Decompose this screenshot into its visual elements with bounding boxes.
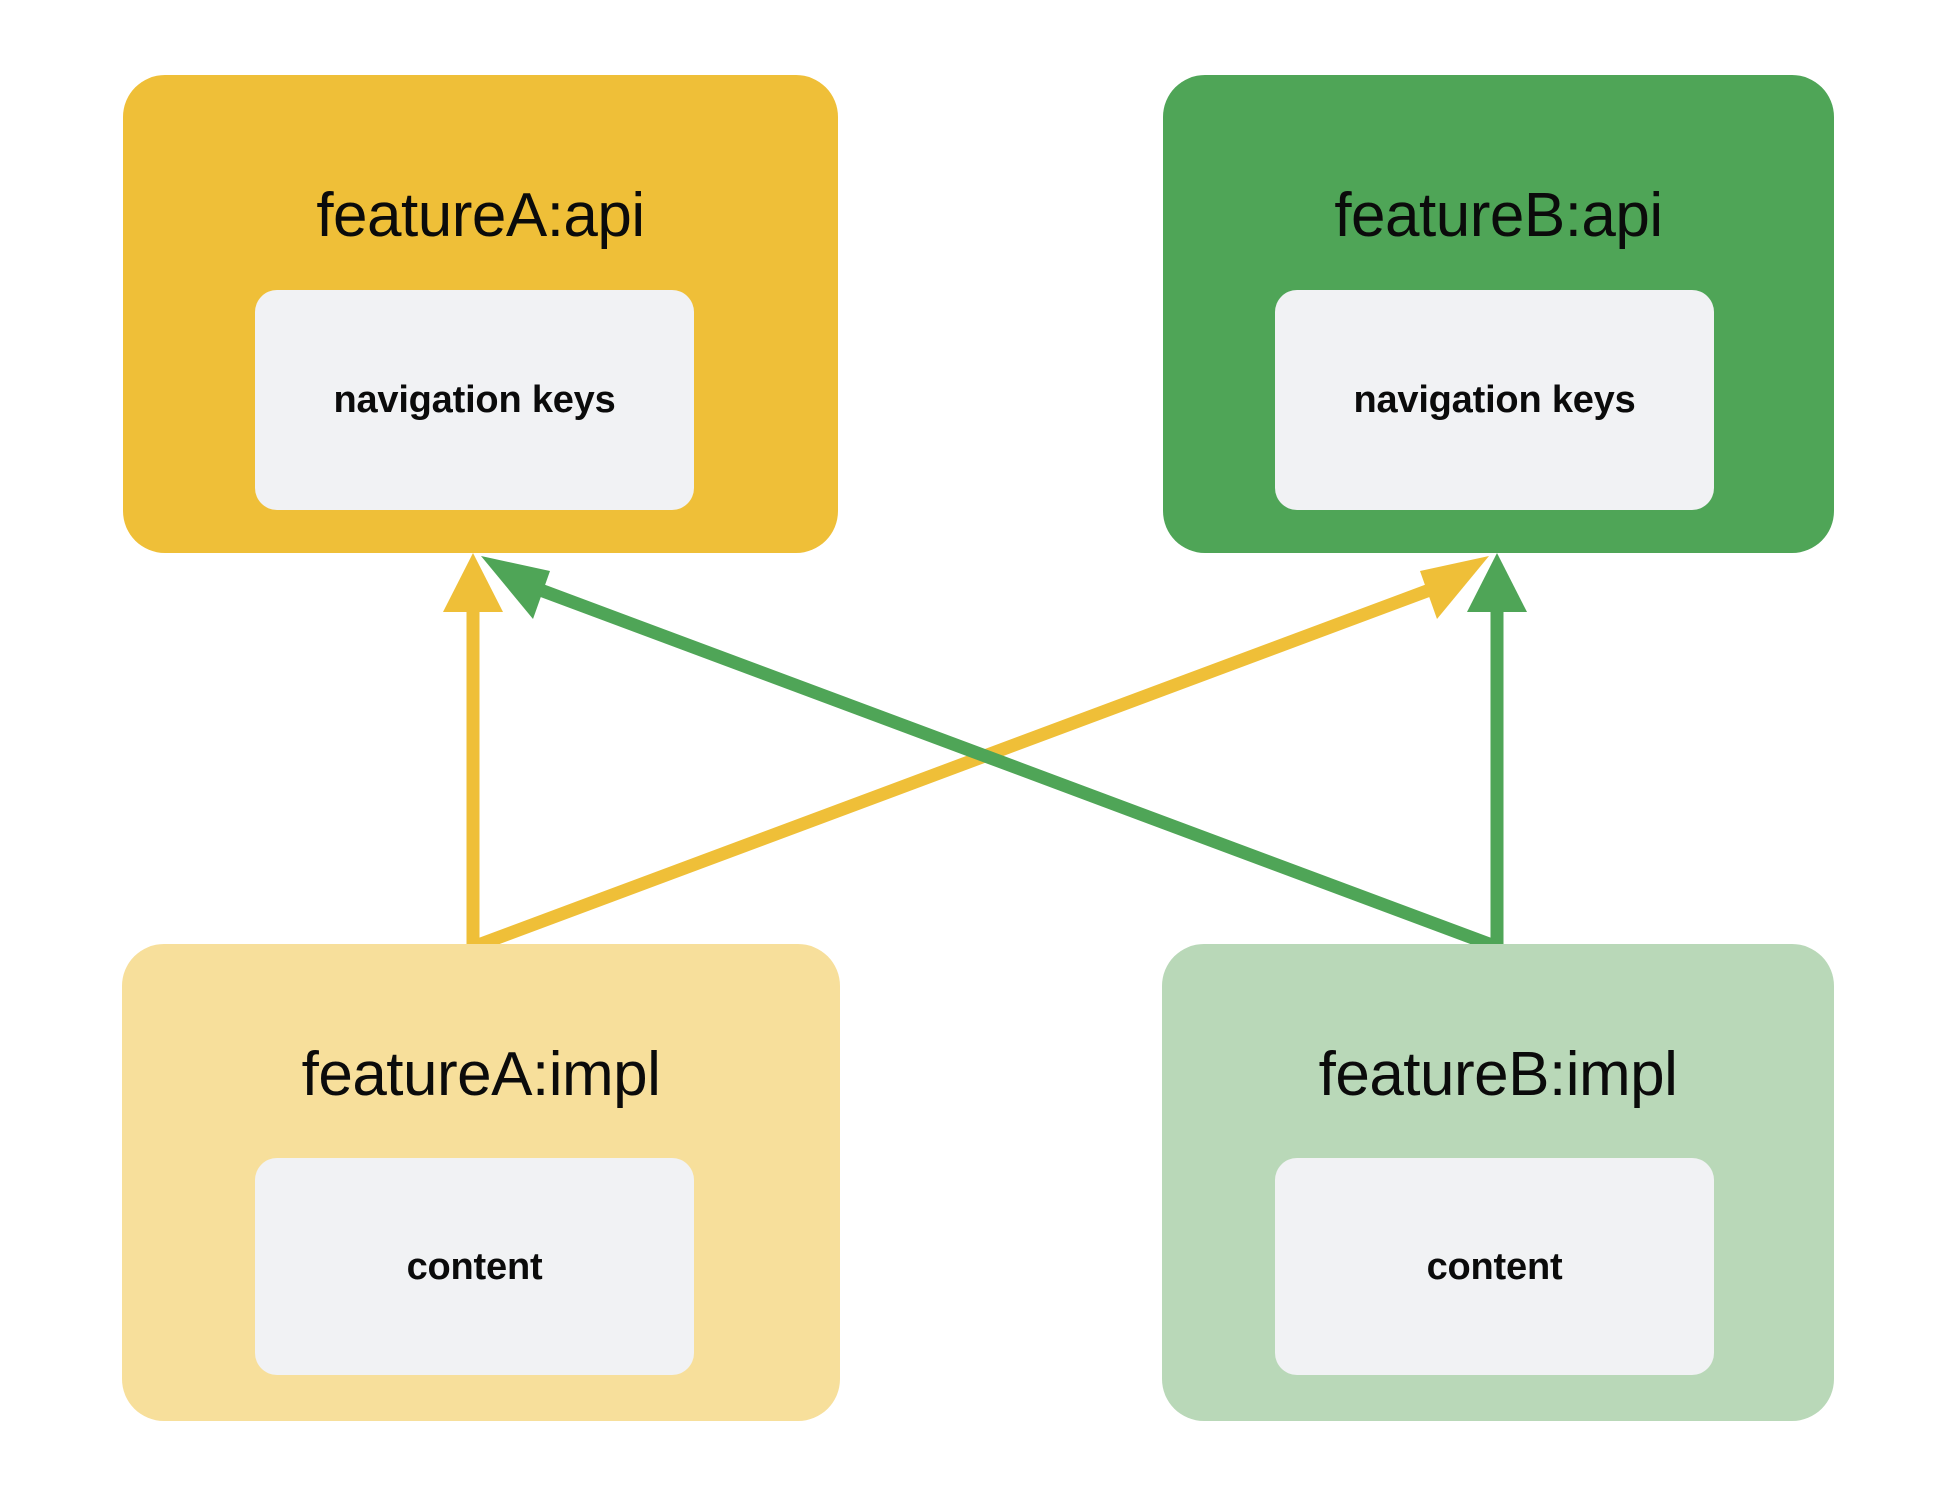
- edge-b-impl-to-a-api: [481, 556, 1500, 954]
- card-featureB-impl-content[interactable]: content: [1275, 1158, 1714, 1375]
- module-featureB-impl[interactable]: featureB:impl content: [1162, 944, 1834, 1421]
- card-featureA-api-navigation-keys[interactable]: navigation keys: [255, 290, 694, 510]
- module-featureB-api[interactable]: featureB:api navigation keys: [1163, 75, 1834, 553]
- module-featureA-api[interactable]: featureA:api navigation keys: [123, 75, 838, 553]
- module-title-featureB-api: featureB:api: [1334, 181, 1663, 250]
- module-title-featureA-api: featureA:api: [316, 181, 645, 250]
- module-title-featureB-impl: featureB:impl: [1318, 1040, 1678, 1109]
- arrowhead-icon: [481, 556, 550, 619]
- card-label: content: [1426, 1245, 1563, 1288]
- arrowhead-icon: [443, 553, 503, 612]
- arrowhead-icon: [1467, 553, 1527, 612]
- edge-a-impl-to-a-api: [443, 553, 503, 947]
- card-label: content: [406, 1245, 543, 1288]
- card-label: navigation keys: [333, 379, 616, 421]
- edge-b-impl-to-b-api: [1467, 553, 1527, 947]
- edge-a-impl-to-b-api: [470, 556, 1489, 954]
- edge-line: [524, 578, 1500, 954]
- module-title-featureA-impl: featureA:impl: [301, 1040, 661, 1109]
- card-featureA-impl-content[interactable]: content: [255, 1158, 694, 1375]
- arrowhead-icon: [1420, 556, 1489, 619]
- module-featureA-impl[interactable]: featureA:impl content: [122, 944, 840, 1421]
- card-label: navigation keys: [1353, 379, 1636, 421]
- card-featureB-api-navigation-keys[interactable]: navigation keys: [1275, 290, 1714, 510]
- edge-line: [470, 578, 1446, 954]
